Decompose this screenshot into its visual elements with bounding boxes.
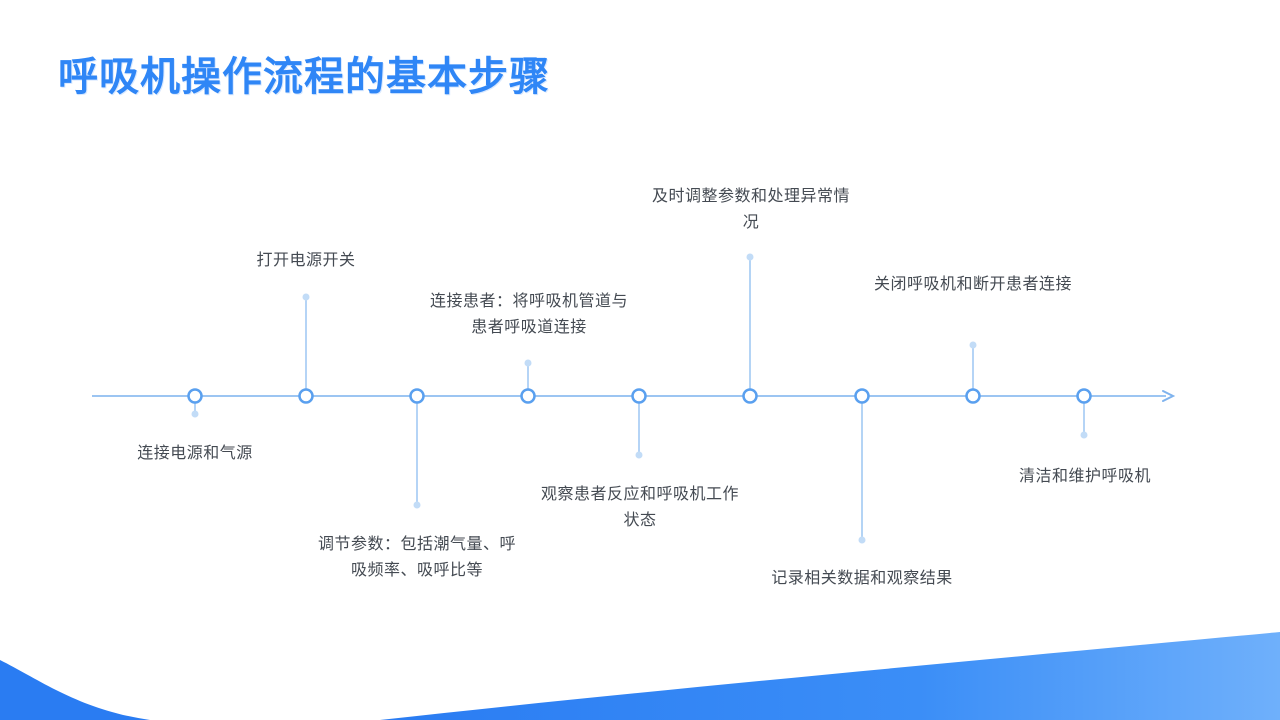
step-label-6: 及时调整参数和处理异常情况 <box>651 186 850 231</box>
step-label-3: 调节参数：包括潮气量、呼吸频率、吸呼比等 <box>317 534 516 579</box>
connector-end-dot-7 <box>858 536 866 544</box>
bottom-wave-decoration <box>0 632 1280 720</box>
step-label-1: 连接电源和气源 <box>137 443 253 462</box>
step-label-5: 观察患者反应和呼吸机工作状态 <box>540 484 739 529</box>
timeline-node-6 <box>742 388 758 404</box>
step-label-4: 连接患者：将呼吸机管道与患者呼吸道连接 <box>429 291 628 336</box>
arrow-head-icon <box>1162 390 1176 402</box>
step-label-9: 清洁和维护呼吸机 <box>1018 466 1151 485</box>
page-title: 呼吸机操作流程的基本步骤 <box>58 54 550 100</box>
connector-end-dot-4 <box>524 359 532 367</box>
connector-end-dot-3 <box>413 501 421 509</box>
connector-end-dot-9 <box>1080 431 1088 439</box>
timeline-node-1 <box>187 388 203 404</box>
timeline-node-5 <box>631 388 647 404</box>
timeline-node-7 <box>854 388 870 404</box>
connector-end-dot-1 <box>191 410 199 418</box>
timeline-node-4 <box>520 388 536 404</box>
timeline-node-8 <box>965 388 981 404</box>
timeline-node-9 <box>1076 388 1092 404</box>
nodes <box>187 388 1092 404</box>
step-label-2: 打开电源开关 <box>256 250 356 269</box>
timeline-node-2 <box>298 388 314 404</box>
step-label-7: 记录相关数据和观察结果 <box>771 568 953 587</box>
connector-end-dot-2 <box>302 293 310 301</box>
connector-end-dot-8 <box>969 341 977 349</box>
step-label-8: 关闭呼吸机和断开患者连接 <box>873 274 1072 293</box>
timeline-node-3 <box>409 388 425 404</box>
connector-end-dot-5 <box>635 451 643 459</box>
connector-end-dot-6 <box>746 253 754 261</box>
